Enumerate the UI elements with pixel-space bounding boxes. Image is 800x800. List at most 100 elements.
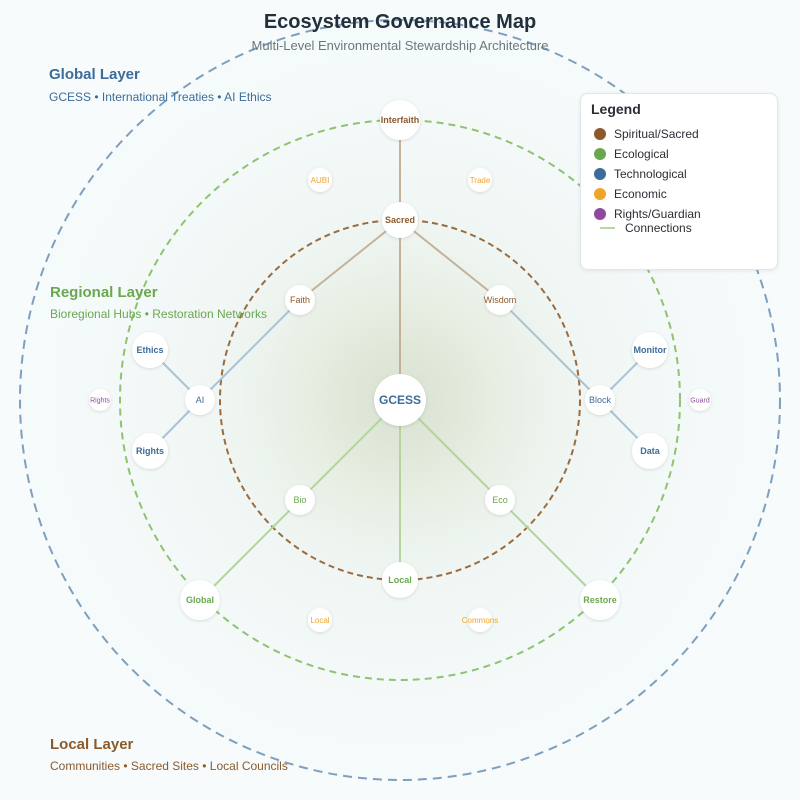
node-label-monitor: Monitor	[634, 345, 667, 355]
node-label-data: Data	[640, 446, 661, 456]
legend-item-technological: Technological	[594, 166, 687, 182]
legend: Legend Connections Spiritual/Sacred Ecol…	[580, 93, 778, 270]
node-label-block: Block	[589, 395, 612, 405]
node-label-interfaith: Interfaith	[381, 115, 420, 125]
global-layer-desc: GCESS • International Treaties • AI Ethi…	[49, 90, 272, 104]
node-label-local_econ: Local	[310, 616, 329, 625]
node-circle	[285, 285, 315, 315]
node-sacred[interactable]: Sacred	[382, 202, 418, 238]
node-circle	[632, 433, 668, 469]
node-circle	[308, 168, 332, 192]
legend-label: Spiritual/Sacred	[614, 127, 699, 141]
legend-label: Technological	[614, 167, 687, 181]
legend-item-economic: Economic	[594, 186, 667, 202]
regional-layer-title: Regional Layer	[50, 284, 158, 301]
node-label-ai: AI	[196, 395, 205, 405]
legend-item-ecological: Ecological	[594, 146, 669, 162]
local-layer-desc: Communities • Sacred Sites • Local Counc…	[50, 759, 288, 773]
legend-label: Rights/Guardian	[614, 207, 701, 221]
node-label-bio: Bio	[293, 495, 306, 505]
node-ai[interactable]: AI	[185, 385, 215, 415]
technological-swatch	[594, 167, 606, 180]
node-local_econ[interactable]: Local	[308, 608, 332, 632]
node-trade[interactable]: Trade	[468, 168, 492, 192]
node-circle	[132, 433, 168, 469]
node-circle	[285, 485, 315, 515]
node-circle	[308, 608, 332, 632]
node-circle	[89, 389, 111, 411]
legend-item-rights: Rights/Guardian	[594, 206, 701, 222]
legend-label: Ecological	[614, 147, 669, 161]
node-block[interactable]: Block	[585, 385, 615, 415]
node-center[interactable]: GCESS	[374, 374, 426, 426]
node-bio[interactable]: Bio	[285, 485, 315, 515]
node-circle	[380, 100, 420, 140]
node-label-restore: Restore	[583, 595, 617, 605]
node-label-center: GCESS	[379, 393, 421, 407]
node-label-rights_guard: Rights	[90, 397, 110, 404]
node-commons[interactable]: Commons	[462, 608, 498, 632]
legend-title: Legend	[591, 101, 641, 117]
node-circle	[374, 374, 426, 426]
connection-eco-restore	[499, 499, 601, 601]
node-label-faith: Faith	[290, 295, 310, 305]
node-label-rights_tech: Rights	[136, 446, 164, 456]
node-circle	[689, 389, 711, 411]
ecological-swatch	[594, 147, 606, 160]
connections-line-swatch	[600, 226, 615, 229]
node-label-wisdom: Wisdom	[484, 295, 517, 305]
node-label-global: Global	[186, 595, 214, 605]
node-circle	[585, 385, 615, 415]
node-circle	[185, 385, 215, 415]
node-circle	[485, 485, 515, 515]
legend-item-connections: Connections	[594, 220, 692, 236]
node-circle	[382, 202, 418, 238]
node-label-guard: Guard	[690, 397, 710, 404]
global-layer-title: Global Layer	[49, 66, 140, 83]
node-faith[interactable]: Faith	[285, 285, 315, 315]
node-circle	[132, 332, 168, 368]
node-circle	[468, 168, 492, 192]
node-local[interactable]: Local	[382, 562, 418, 598]
node-global[interactable]: Global	[180, 580, 220, 620]
connection-sacred-faith	[299, 219, 401, 301]
node-label-sacred: Sacred	[385, 215, 415, 225]
regional-ring	[119, 119, 681, 681]
node-circle	[485, 285, 515, 315]
legend-item-spiritual: Spiritual/Sacred	[594, 126, 699, 142]
local-layer-title: Local Layer	[50, 736, 134, 753]
rights-swatch	[594, 207, 606, 220]
node-guard[interactable]: Guard	[689, 389, 711, 411]
node-circle	[382, 562, 418, 598]
node-label-eco: Eco	[492, 495, 508, 505]
page-subtitle: Multi-Level Environmental Stewardship Ar…	[251, 38, 549, 53]
node-circle	[468, 608, 492, 632]
node-interfaith[interactable]: Interfaith	[380, 100, 420, 140]
connection-bio-global	[199, 499, 301, 601]
connection-sacred-wisdom	[399, 219, 501, 301]
legend-label: Economic	[614, 187, 667, 201]
node-label-commons: Commons	[462, 616, 498, 625]
node-label-aubi: AUBI	[311, 176, 330, 185]
legend-connections-label: Connections	[625, 221, 692, 235]
node-rights_tech[interactable]: Rights	[132, 433, 168, 469]
node-aubi[interactable]: AUBI	[308, 168, 332, 192]
economic-swatch	[594, 187, 606, 200]
node-label-trade: Trade	[470, 176, 491, 185]
node-monitor[interactable]: Monitor	[632, 332, 668, 368]
node-circle	[580, 580, 620, 620]
node-circle	[180, 580, 220, 620]
node-data[interactable]: Data	[632, 433, 668, 469]
node-ethics[interactable]: Ethics	[132, 332, 168, 368]
node-eco[interactable]: Eco	[485, 485, 515, 515]
page-title: Ecosystem Governance Map	[263, 11, 537, 33]
connection-wisdom-block	[499, 299, 601, 401]
node-label-local: Local	[388, 575, 412, 585]
node-restore[interactable]: Restore	[580, 580, 620, 620]
node-rights_guard[interactable]: Rights	[89, 389, 111, 411]
connection-faith-ai	[199, 299, 301, 401]
node-wisdom[interactable]: Wisdom	[484, 285, 517, 315]
regional-layer-desc: Bioregional Hubs • Restoration Networks	[50, 307, 267, 321]
node-label-ethics: Ethics	[136, 345, 163, 355]
